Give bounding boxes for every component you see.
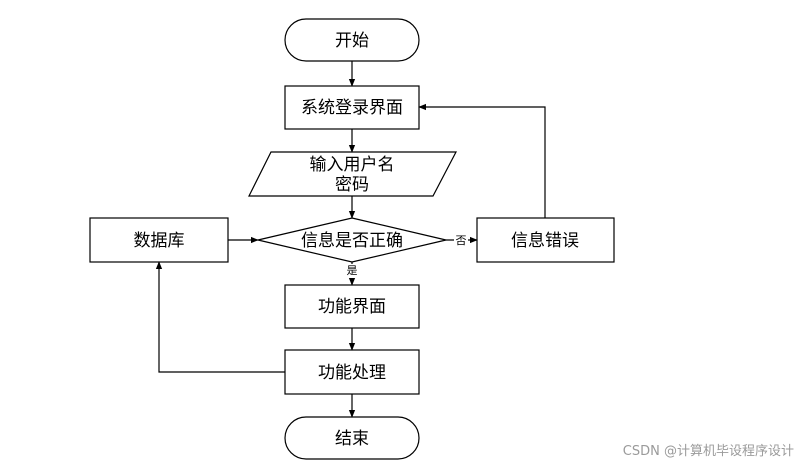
end-node: 结束 <box>284 416 420 460</box>
edge-label-yes: 是 <box>347 264 358 277</box>
input-credentials-label-line2: 密码 <box>335 175 369 195</box>
error-node: 信息错误 <box>476 217 615 263</box>
edge-processing-to-database <box>155 261 285 373</box>
end-label: 结束 <box>335 429 369 449</box>
function-ui-label: 功能界面 <box>318 297 386 317</box>
function-processing-label: 功能处理 <box>318 363 386 383</box>
database-label: 数据库 <box>134 231 185 251</box>
edge-error-to-login <box>418 103 546 218</box>
function-ui-node: 功能界面 <box>284 284 420 329</box>
login-screen-node: 系统登录界面 <box>284 85 420 130</box>
input-credentials-node: 输入用户名 密码 <box>248 151 457 197</box>
decision-node: 信息是否正确 <box>257 217 447 263</box>
function-processing-node: 功能处理 <box>284 349 420 395</box>
yes-label-background <box>344 264 360 278</box>
edge-label-no: 否 <box>456 234 467 247</box>
error-label: 信息错误 <box>511 231 579 251</box>
watermark: CSDN @计算机毕设程序设计 <box>622 444 794 459</box>
start-label: 开始 <box>335 31 369 51</box>
database-node: 数据库 <box>89 217 229 263</box>
decision-label: 信息是否正确 <box>301 231 403 251</box>
no-label-background <box>454 232 468 247</box>
login-screen-label: 系统登录界面 <box>301 98 403 118</box>
input-credentials-label-line1: 输入用户名 <box>310 155 395 175</box>
start-node: 开始 <box>284 18 420 62</box>
